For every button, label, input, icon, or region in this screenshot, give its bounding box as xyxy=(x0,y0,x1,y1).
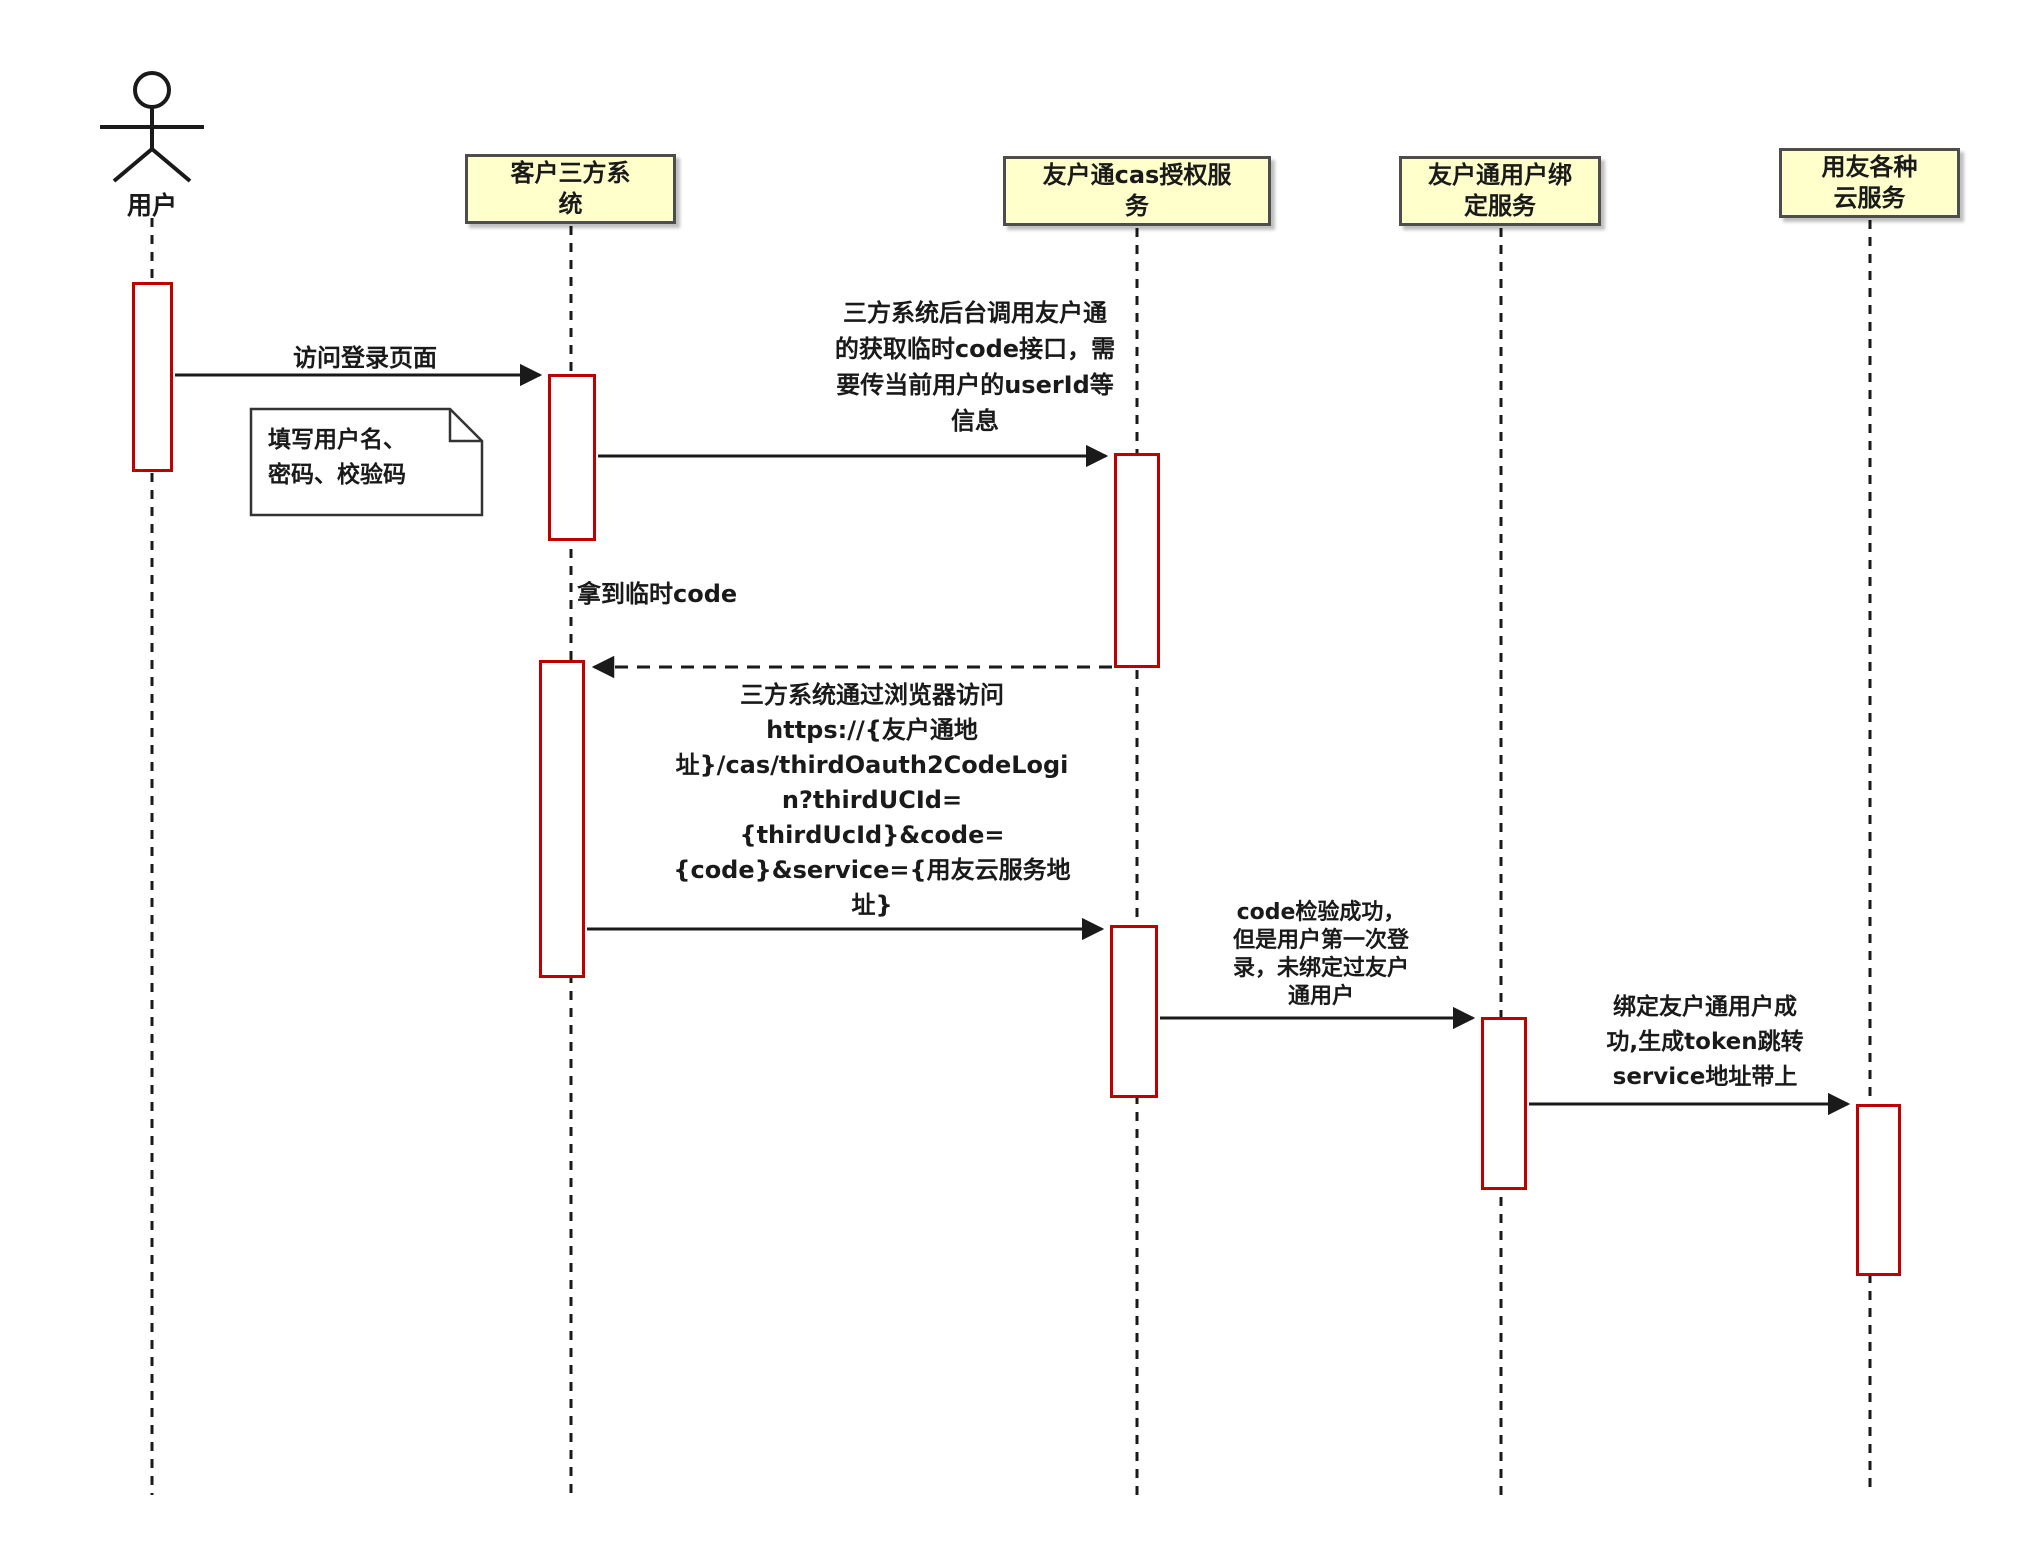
message-label-4: 三方系统通过浏览器访问 https://{友户通地 址}/cas/thirdOa… xyxy=(673,681,1071,919)
activation-user xyxy=(132,282,173,472)
participant-label-user: 用户 xyxy=(126,191,177,220)
message-label-6: 绑定友户通用户成 功,生成token跳转 service地址带上 xyxy=(1606,994,1804,1090)
participant-user-binding-service: 友户通用户绑 定服务 xyxy=(1399,156,1601,226)
participant-third-party-system: 客户三方系 统 xyxy=(465,154,676,224)
participant-label-cloud-services: 用友各种 云服务 xyxy=(1821,153,1918,212)
activation-third-party-2 xyxy=(539,660,585,978)
actor-leg-left xyxy=(112,147,154,183)
participant-label-cas-auth-service: 友户通cas授权服 务 xyxy=(1042,161,1232,220)
actor-figure-user xyxy=(100,71,204,183)
participant-label-third-party-system: 客户三方系 统 xyxy=(510,159,631,218)
participant-label-user-binding-service: 友户通用户绑 定服务 xyxy=(1428,161,1572,220)
participant-cas-auth-service: 友户通cas授权服 务 xyxy=(1003,156,1271,226)
message-label-5: code检验成功， 但是用户第一次登 录，未绑定过友户 通用户 xyxy=(1232,900,1409,1009)
activation-third-party-1 xyxy=(548,374,596,541)
actor-leg-right xyxy=(150,147,192,183)
message-label-3: 拿到临时code xyxy=(577,580,738,608)
activation-binding xyxy=(1481,1017,1527,1190)
message-label-1: 访问登录页面 xyxy=(293,344,437,372)
message-label-2: 三方系统后台调用友户通 的获取临时code接口，需 要传当前用户的userId等… xyxy=(834,299,1116,435)
actor-head xyxy=(133,71,171,109)
note-label: 填写用户名、 密码、校验码 xyxy=(268,427,406,488)
activation-cas-1 xyxy=(1114,453,1160,668)
activation-cas-2 xyxy=(1110,925,1158,1098)
activation-cloud xyxy=(1856,1104,1901,1276)
participant-cloud-services: 用友各种 云服务 xyxy=(1779,148,1960,218)
note-shape xyxy=(249,407,484,517)
